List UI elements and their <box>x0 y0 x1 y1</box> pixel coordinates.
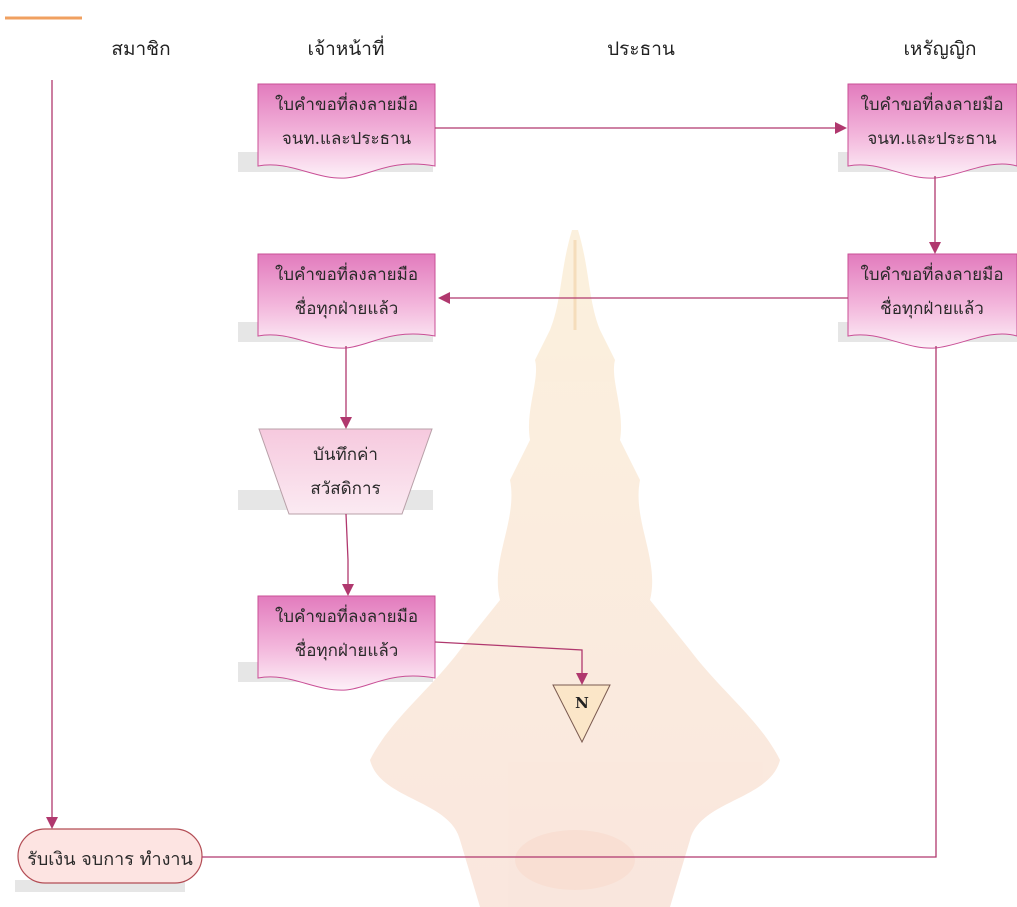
manual-operation-text: บันทึกค่า สวัสดิการ <box>259 438 432 506</box>
lane-header-officer: เจ้าหน้าที่ <box>307 38 385 60</box>
lane-header-member: สมาชิก <box>111 38 171 60</box>
watermark-emblem <box>370 230 780 907</box>
doc-officer-2-text: ใบคำขอที่ลงลายมือ ชื่อทุกฝ่ายแล้ว <box>258 258 435 326</box>
doc-treasurer-2-line1: ใบคำขอที่ลงลายมือ <box>860 265 1004 285</box>
doc-treasurer-1-text: ใบคำขอที่ลงลายมือ จนท.และประธาน <box>846 88 1017 156</box>
manual-operation-shape <box>258 428 433 515</box>
doc-officer-2-line1: ใบคำขอที่ลงลายมือ <box>274 265 419 285</box>
terminal-shape <box>17 828 203 884</box>
lane-header-chairman: ประธาน <box>607 38 675 60</box>
line-treasurer-to-terminal <box>202 346 937 858</box>
doc-officer-3-line1: ใบคำขอที่ลงลายมือ <box>274 607 419 627</box>
doc-officer-1-text: ใบคำขอที่ลงลายมือ จนท.และประธาน <box>258 88 435 156</box>
manual-operation-line1: บันทึกค่า <box>313 445 378 465</box>
doc-shape-officer-3 <box>257 595 436 691</box>
doc-treasurer-1-line2: จนท.และประธาน <box>867 129 997 149</box>
doc-shape-treasurer-2 <box>847 253 1017 349</box>
doc-officer-1-line1: ใบคำขอที่ลงลายมือ <box>274 95 419 115</box>
lane-header-treasurer: เหรัญญิก <box>903 38 977 60</box>
manual-operation-line2: สวัสดิการ <box>310 479 381 499</box>
doc-treasurer-1-line1: ใบคำขอที่ลงลายมือ <box>860 95 1004 115</box>
offpage-connector-label: N <box>575 694 589 712</box>
doc-officer-1-line2: จนท.และประธาน <box>281 129 412 149</box>
arrow-manual-to-doc5 <box>342 513 354 596</box>
offpage-connector-shape <box>552 684 611 744</box>
doc-treasurer-2-line2: ชื่อทุกฝ่ายแล้ว <box>880 299 984 319</box>
doc-officer-3-line2: ชื่อทุกฝ่ายแล้ว <box>294 641 399 661</box>
doc-officer-2-line2: ชื่อทุกฝ่ายแล้ว <box>294 299 399 319</box>
doc-shape-officer-1 <box>257 83 436 179</box>
terminal-label: รับเงิน จบการ ทำงาน <box>27 849 193 870</box>
arrow-doc5-to-connector <box>434 641 588 685</box>
doc-officer-3-text: ใบคำขอที่ลงลายมือ ชื่อทุกฝ่ายแล้ว <box>258 600 435 668</box>
doc-treasurer-2-text: ใบคำขอที่ลงลายมือ ชื่อทุกฝ่ายแล้ว <box>846 258 1017 326</box>
